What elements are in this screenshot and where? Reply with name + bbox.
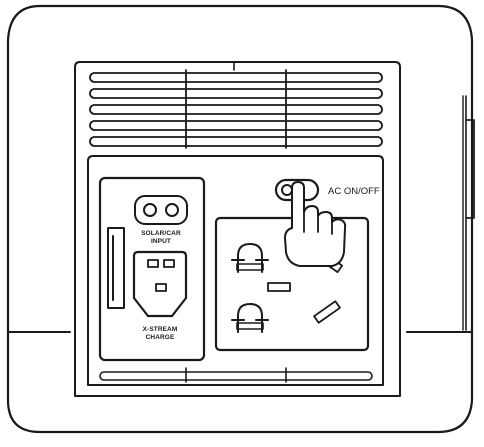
solar-car-label-line2: INPUT [151,238,171,245]
port-bay [87,155,384,386]
vent-grille [89,69,383,149]
solar-car-label-line1: SOLAR/CAR [141,230,181,237]
ac-switch-label: AC ON/OFF [328,186,380,197]
unit-housing [6,4,475,434]
xstream-charge-inlet[interactable] [132,250,188,318]
module-latch[interactable] [107,227,125,309]
input-module [98,176,206,362]
solar-car-input-port[interactable] [134,195,188,225]
back-panel [74,61,401,397]
xstream-label-line1: X-STREAM [143,326,178,333]
pointing-hand-icon [284,181,347,267]
xstream-label-line2: CHARGE [146,334,175,341]
